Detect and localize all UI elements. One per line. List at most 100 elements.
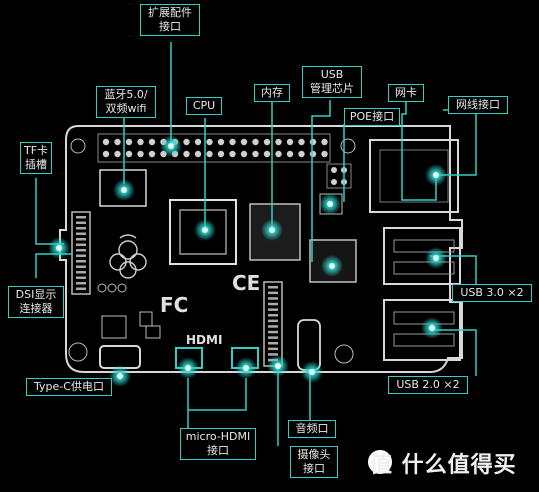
label-bluetooth-line2: 双频wifi: [105, 102, 147, 115]
label-ethernet: 网线接口: [448, 96, 508, 114]
watermark-logo: [368, 450, 392, 474]
dsi-pin: [76, 271, 86, 274]
leader-lines: [35, 42, 477, 446]
csi-pin: [268, 286, 278, 289]
dsi-pin: [76, 232, 86, 235]
glow-dot: [56, 245, 62, 251]
gpio-pin: [217, 138, 225, 146]
gpio-pin: [194, 138, 202, 146]
gpio-pin: [298, 150, 305, 158]
gpio-pin: [114, 150, 121, 158]
label-tf-line1: TF卡: [24, 144, 49, 157]
csi-pin: [268, 336, 278, 339]
label-memory: 内存: [254, 84, 290, 102]
small-components: [68, 138, 356, 364]
csi-pin: [268, 347, 278, 351]
csi-pin: [268, 325, 278, 328]
label-usb2: USB 2.0 ×2: [388, 376, 468, 394]
gpio-pin: [183, 150, 190, 158]
label-hdmi: micro-HDMI 接口: [180, 428, 256, 460]
label-expansion-line2: 接口: [159, 20, 181, 33]
poe-header: [331, 167, 347, 185]
gpio-pin: [125, 150, 133, 158]
gpio-pin: [206, 138, 213, 146]
glow-dot: [327, 201, 333, 207]
dsi-pin: [76, 227, 86, 230]
label-tf: TF卡 插槽: [20, 142, 52, 174]
gpio-pin: [229, 150, 236, 158]
label-typec-line1: Type-C供电口: [34, 380, 104, 393]
label-camera-line2: 接口: [303, 462, 325, 475]
dsi-pin: [76, 287, 86, 290]
glow-dot: [202, 227, 208, 233]
dsi-pin: [76, 265, 86, 268]
gpio-pin: [114, 138, 121, 146]
label-usb-chip-line2: 管理芯片: [310, 82, 354, 95]
label-tf-line2: 插槽: [25, 158, 47, 171]
gpio-pin: [206, 150, 213, 158]
gpio-pin: [252, 138, 259, 146]
fc-mark: FC: [160, 293, 188, 317]
label-dsi-line1: DSI显示: [15, 288, 57, 301]
label-audio: 音频口: [288, 420, 336, 438]
gpio-pin: [309, 138, 317, 146]
csi-pin: [268, 291, 278, 295]
glow-dot: [309, 369, 315, 375]
csi-pin: [268, 302, 278, 306]
label-usb3: USB 3.0 ×2: [452, 284, 532, 302]
glow-dot: [185, 365, 191, 371]
dsi-pin: [76, 260, 86, 263]
label-usb-chip: USB 管理芯片: [302, 66, 362, 98]
label-camera-line1: 摄像头: [297, 448, 331, 461]
gpio-pin: [183, 138, 190, 146]
csi-pin: [268, 319, 278, 323]
raspberry-logo: [109, 234, 147, 279]
label-camera: 摄像头 接口: [290, 446, 338, 478]
csi-pin: [268, 308, 278, 311]
gpio-pin: [137, 138, 144, 146]
hdmi-mark: HDMI: [186, 333, 222, 347]
gpio-pin: [102, 138, 110, 146]
gpio-header: [102, 138, 328, 158]
gpio-pin: [125, 138, 133, 146]
label-memory-line1: 内存: [261, 86, 283, 99]
gpio-pin: [137, 150, 144, 158]
gpio-pin: [194, 150, 202, 158]
dsi-pin: [76, 238, 86, 241]
glow-dot: [121, 187, 127, 193]
wifi-module: [99, 169, 147, 207]
gpio-pin: [321, 138, 328, 146]
label-dsi-line2: 连接器: [19, 302, 53, 315]
gpio-pin: [148, 150, 156, 158]
gpio-pin: [240, 150, 248, 158]
dsi-connector: [71, 211, 91, 295]
label-dsi: DSI显示 连接器: [8, 286, 64, 318]
gpio-pin: [298, 138, 305, 146]
gpio-pin: [240, 138, 248, 146]
glow-dot: [243, 365, 249, 371]
ce-mark: CE: [232, 271, 260, 295]
watermark-text: 值 什么值得买: [370, 453, 517, 478]
label-usb3-line1: USB 3.0 ×2: [460, 286, 524, 299]
label-bluetooth: 蓝牙5.0/ 双频wifi: [96, 86, 156, 118]
csi-pin: [268, 314, 278, 317]
glow-dot: [429, 325, 435, 331]
gpio-pin: [263, 150, 271, 158]
glow-dot: [329, 263, 335, 269]
gpio-pin: [217, 150, 225, 158]
gpio-pin: [275, 138, 282, 146]
csi-pin: [268, 353, 278, 356]
label-nic-line1: 网卡: [395, 86, 417, 99]
gpio-pin: [252, 150, 259, 158]
glow-dot: [275, 363, 281, 369]
label-bluetooth-line1: 蓝牙5.0/: [104, 88, 148, 101]
typec-port: [99, 345, 141, 369]
gpio-pin: [321, 150, 328, 158]
label-usb2-line1: USB 2.0 ×2: [396, 378, 460, 391]
label-hdmi-line1: micro-HDMI: [185, 430, 251, 443]
label-nic: 网卡: [388, 84, 424, 102]
csi-pin: [268, 342, 278, 345]
label-poe-line1: POE接口: [349, 110, 395, 123]
dsi-pin: [76, 243, 86, 246]
